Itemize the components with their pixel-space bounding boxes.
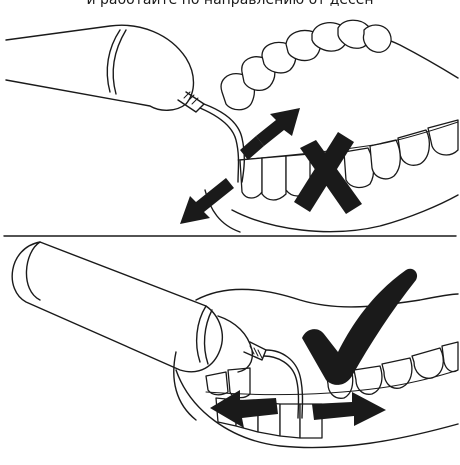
- handpiece-collar: [218, 316, 252, 372]
- handpiece-nozzle: [178, 92, 204, 112]
- tooth: [280, 404, 300, 438]
- tooth: [370, 140, 400, 179]
- handpiece-cap: [26, 242, 40, 300]
- tooth: [364, 25, 392, 52]
- tooth: [428, 120, 458, 155]
- arrow-head-up: [256, 108, 300, 146]
- panel-correct: [12, 242, 458, 448]
- panel-incorrect: [6, 20, 458, 232]
- upper-gum-bottom: [196, 289, 458, 307]
- scaler-handpiece-top: [6, 25, 244, 182]
- handpiece-ring-2: [205, 310, 212, 364]
- scaler-tip: [200, 104, 244, 182]
- lip-curve-bottom: [174, 352, 196, 420]
- tooth: [412, 348, 443, 378]
- tooth: [206, 372, 228, 395]
- tooth: [442, 342, 458, 372]
- arrow-right: [312, 392, 386, 426]
- handpiece-body: [12, 242, 222, 372]
- handpiece-body: [6, 25, 194, 110]
- scaler-handpiece-bottom: [12, 242, 302, 418]
- tooth: [262, 156, 286, 200]
- upper-teeth-top: [221, 20, 391, 110]
- tooth: [354, 366, 382, 394]
- arrow-head-down: [180, 178, 234, 224]
- tooth: [344, 148, 374, 187]
